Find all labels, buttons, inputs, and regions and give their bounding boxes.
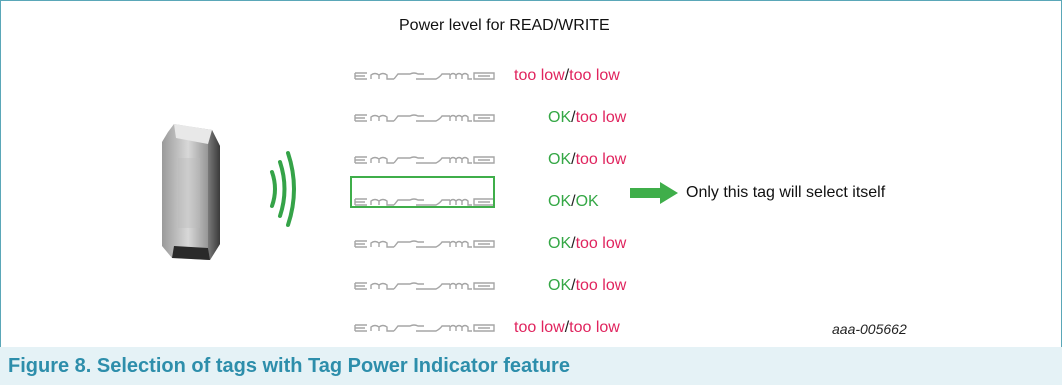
figure-reference-id: aaa-005662: [832, 321, 907, 337]
right-arrow-icon: [630, 182, 678, 204]
read-power-level: OK: [548, 109, 572, 126]
diagram-heading: Power level for READ/WRITE: [399, 17, 610, 34]
read-power-level: OK: [548, 235, 572, 252]
read-write-separator: /: [571, 151, 576, 168]
tag-power-status: OK/too low: [548, 277, 626, 295]
selected-tag-annotation: Only this tag will select itself: [686, 184, 886, 201]
read-power-level: OK: [548, 151, 572, 168]
read-power-level: OK: [548, 277, 572, 294]
tag-power-status: OK/OK: [548, 193, 599, 211]
read-write-separator: /: [564, 319, 570, 336]
tag-power-status: OK/too low: [548, 109, 626, 127]
read-write-separator: /: [571, 277, 576, 294]
figure-caption: Figure 8. Selection of tags with Tag Pow…: [8, 355, 570, 377]
radio-waves-icon: [266, 150, 300, 228]
tag-power-status: OK/too low: [548, 151, 626, 169]
read-power-level: OK: [548, 193, 572, 210]
read-power-level: too low: [514, 319, 565, 336]
rfid-tag-antenna-icon: [354, 239, 496, 249]
rfid-tag-antenna-icon: [354, 281, 496, 291]
rfid-tag-antenna-icon: [354, 71, 496, 81]
read-write-separator: /: [571, 193, 576, 210]
read-power-level: too low: [514, 67, 565, 84]
tag-power-status: too low/too low: [514, 67, 620, 85]
rfid-tag-antenna-icon: [354, 113, 496, 123]
rfid-tag-antenna-icon: [354, 155, 496, 165]
write-power-level: too low: [575, 235, 627, 252]
rfid-reader-icon: [150, 118, 230, 268]
tag-power-status: too low/too low: [514, 319, 620, 337]
read-write-separator: /: [571, 109, 576, 126]
tag-power-status: OK/too low: [548, 235, 626, 253]
write-power-level: too low: [569, 67, 620, 84]
rfid-tag-antenna-icon: [354, 323, 496, 333]
read-write-separator: /: [564, 67, 570, 84]
write-power-level: OK: [575, 193, 599, 210]
write-power-level: too low: [569, 319, 620, 336]
write-power-level: too low: [575, 151, 627, 168]
write-power-level: too low: [575, 109, 627, 126]
write-power-level: too low: [575, 277, 627, 294]
caption-band: [0, 347, 1062, 385]
read-write-separator: /: [571, 235, 576, 252]
selected-tag-highlight: [350, 176, 495, 208]
